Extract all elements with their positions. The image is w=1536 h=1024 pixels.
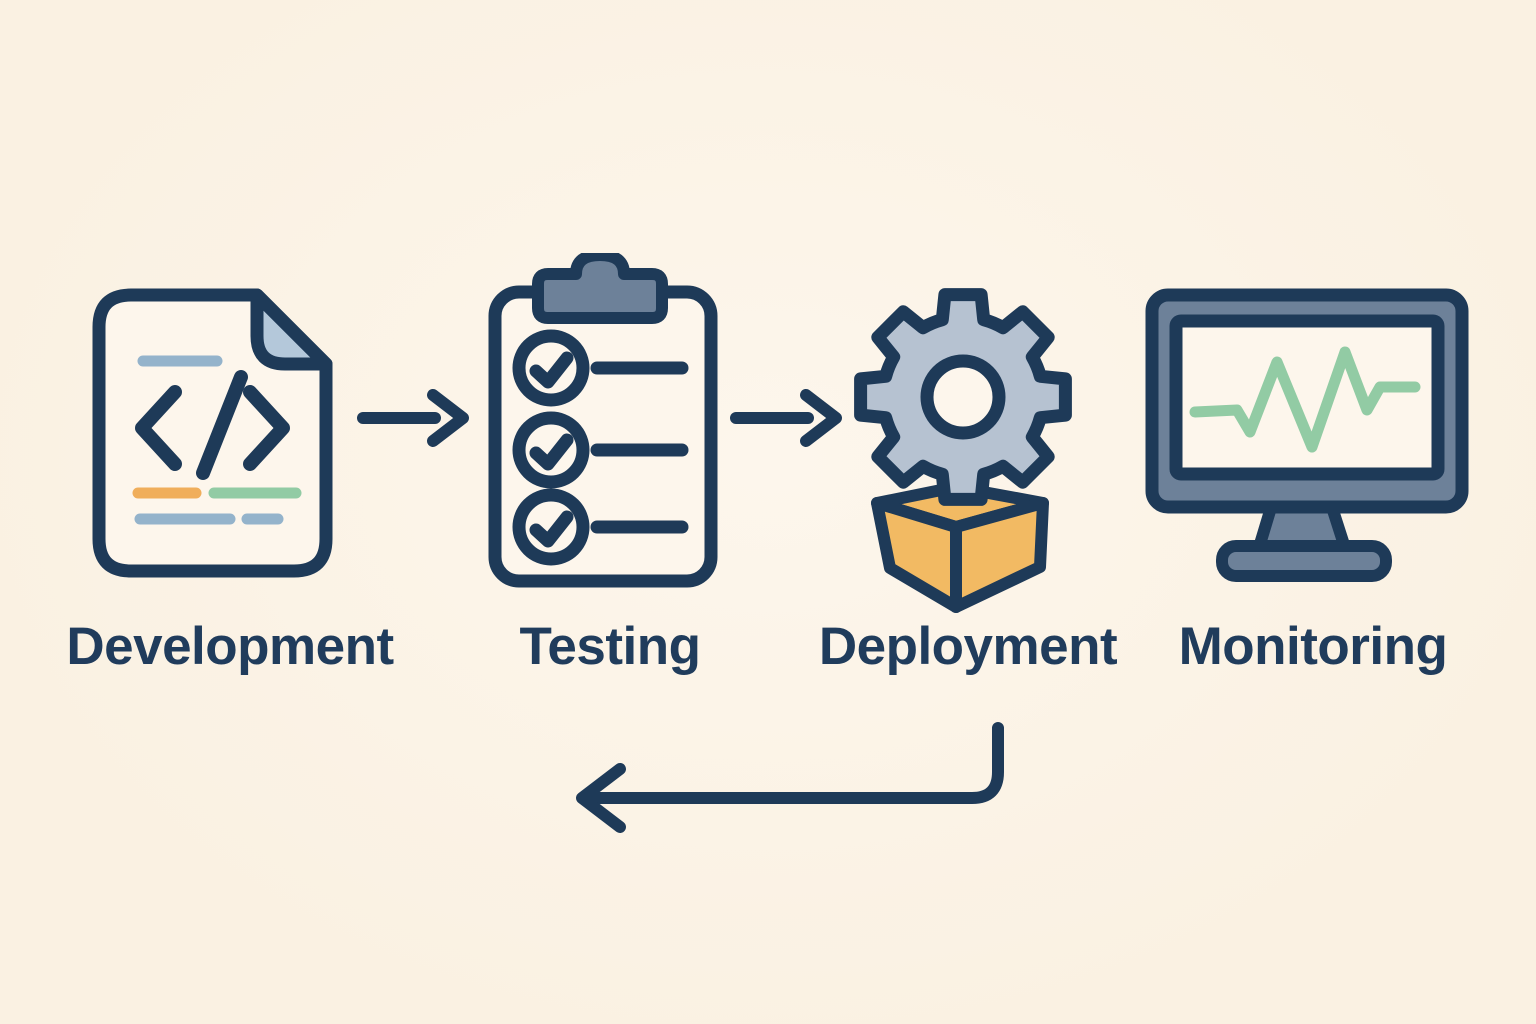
package-right-face [950, 497, 1049, 613]
gear-center-hole [920, 354, 1006, 440]
package-left-face [871, 497, 962, 613]
checklist-row-3 [512, 488, 689, 566]
stage-label-development: Development [66, 617, 394, 676]
stage-label-monitoring: Monitoring [1178, 617, 1448, 676]
code-slash [196, 370, 248, 480]
checklist-row-2 [512, 411, 689, 489]
monitor-base [1216, 540, 1392, 582]
document-fold-corner [250, 288, 333, 371]
checklist-row-1 [512, 329, 689, 407]
code-document-icon [92, 288, 333, 578]
arrow-testing-to-deployment [730, 389, 842, 447]
code-chevron-right [243, 385, 290, 471]
package-box [871, 481, 1049, 613]
stage-label-deployment: Deployment [818, 617, 1118, 676]
loop-back-arrow [576, 722, 1004, 833]
gear-package-icon [854, 288, 1072, 613]
stage-label-testing: Testing [519, 617, 701, 676]
arrow-development-to-testing [357, 389, 469, 447]
monitor-pulse-icon [1145, 288, 1469, 582]
pulse-line [1189, 346, 1421, 453]
clipboard-clip [532, 253, 668, 324]
code-chevron-left [135, 385, 182, 471]
checklist-clipboard-icon [488, 253, 718, 588]
monitor-screen [1169, 314, 1445, 481]
